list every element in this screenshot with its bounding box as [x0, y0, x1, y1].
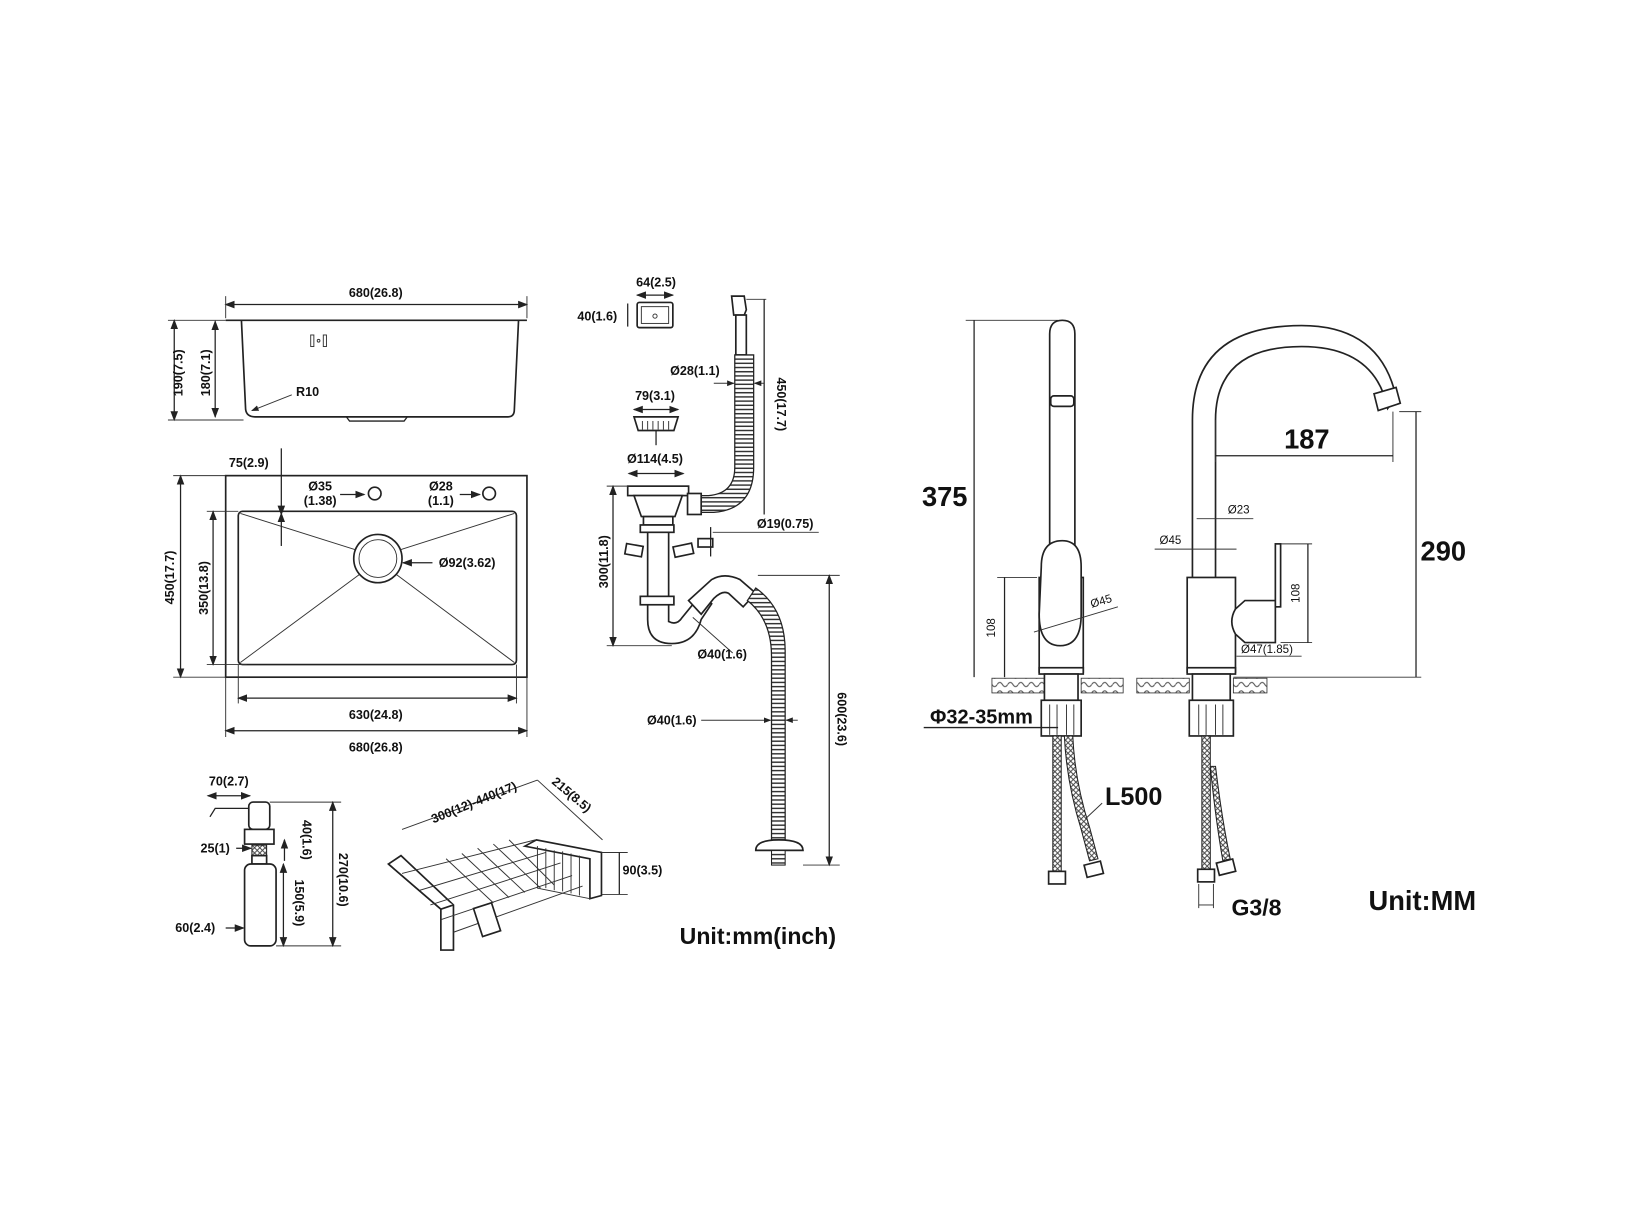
- inner-width-label: 630(24.8): [349, 708, 403, 722]
- outlet-flange: [754, 839, 804, 852]
- side-inlet-dia-label: Ø19(0.75): [757, 517, 814, 531]
- faucet-handle-left: [1038, 539, 1083, 647]
- strainer-basket: [632, 416, 680, 432]
- faucet-side-view: 187 290 Ø23 Ø45 108 Ø47(1.85) G3/8: [1136, 324, 1467, 920]
- hose-length-label-faucet: L500: [1105, 783, 1162, 811]
- soap-dispenser: 70(2.7) 25(1) 60(2.4) 40(1.6) 150(5.9) 2…: [175, 774, 350, 948]
- trap-nut: [639, 595, 675, 606]
- tap-hole-2: [482, 486, 497, 501]
- handle-dia-label: Ø45: [1089, 593, 1113, 611]
- overflow-hose-dia-label: Ø28(1.1): [670, 364, 720, 378]
- unit-label-left: Unit:mm(inch): [680, 923, 836, 949]
- hole2-dia-label: Ø28: [429, 479, 453, 493]
- hole1-inch-label: (1.38): [304, 494, 337, 508]
- drain-hole: [352, 533, 403, 584]
- sink-depth-inner-label: 180(7.1): [199, 349, 213, 396]
- dispenser-thread-label: 25(1): [200, 841, 229, 855]
- offset-label: 75(2.9): [229, 456, 269, 470]
- sink-side-view: 680(26.8) 190(7.5) 180(7.1) R10: [167, 286, 529, 422]
- strainer-dia-label: 79(3.1): [635, 389, 675, 403]
- basket-width-label: 215(8.5): [549, 774, 594, 815]
- hole1-dia-label: Ø35: [308, 479, 332, 493]
- dispenser-body-len-label: 150(5.9): [292, 879, 306, 926]
- mounting-nut-left: [1040, 699, 1083, 737]
- dispenser-spout-label: 70(2.7): [209, 774, 249, 788]
- drain-flange: [626, 485, 690, 497]
- trap-elbow: [687, 575, 757, 616]
- handle-hub-dia-label: Ø47(1.85): [1241, 644, 1293, 656]
- countertop-left: [991, 677, 1045, 694]
- dispenser-neck-label: 40(1.6): [299, 820, 313, 860]
- trap-dia-label: Ø40(1.6): [697, 647, 747, 661]
- faucet-height-label: 375: [922, 481, 968, 512]
- body-dia-label: Ø45: [1159, 535, 1181, 547]
- faucet-handle-right: [1230, 599, 1277, 644]
- overflow-slots: [310, 334, 327, 348]
- faucet-front-view: 375 Ø45 108 Φ32-35mm L500: [922, 319, 1162, 885]
- outlet-hose: [746, 587, 786, 841]
- hole-dia-label: Φ32-35mm: [930, 706, 1033, 728]
- hole2-inch-label: (1.1): [428, 494, 454, 508]
- dispenser-body-dia-label: 60(2.4): [175, 921, 215, 935]
- tap-hole-1: [367, 486, 382, 501]
- body-height-left-label: 108: [986, 618, 998, 637]
- basket-height-label: 90(3.5): [622, 864, 662, 878]
- sink-top-view: 75(2.9) Ø35 (1.38) Ø28 (1.1) Ø92(3.62) 4…: [163, 448, 529, 755]
- faucet-body-right: [1186, 576, 1237, 673]
- sink-depth-outer-label: 190(7.5): [172, 349, 186, 396]
- connector-thread-label: G3/8: [1231, 894, 1281, 920]
- body-height-right-label: 108: [1291, 584, 1303, 603]
- outer-height-label: 450(17.7): [163, 551, 177, 605]
- overflow-hose: [697, 354, 755, 514]
- outer-width-label: 680(26.8): [349, 741, 403, 755]
- supply-hose: [1063, 735, 1099, 862]
- overflow-cover: [636, 301, 674, 329]
- basket-length-label: 300(12)-440(17): [429, 779, 519, 826]
- overflow-height-label: 40(1.6): [577, 309, 617, 323]
- radius-label: R10: [296, 385, 319, 399]
- countertop-right: [1136, 677, 1190, 694]
- dispenser-bottle: [243, 863, 277, 947]
- flange-dia-label: Ø114(4.5): [627, 452, 683, 466]
- drain-basket: 300(12)-440(17) 215(8.5) 90(3.5): [386, 774, 662, 951]
- overflow-hose-length-label: 450(17.7): [774, 377, 788, 431]
- inner-height-label: 350(13.8): [197, 561, 211, 615]
- drain-kit: 64(2.5) 40(1.6) 450(17.7) Ø28(1.1) 79(3.…: [577, 276, 849, 867]
- mounting-nut-right: [1188, 699, 1235, 737]
- hose-length-label: 600(23.6): [835, 692, 849, 746]
- spout-reach-label: 187: [1284, 423, 1330, 454]
- sink-width-label: 680(26.8): [349, 286, 403, 300]
- hose-dia-label: Ø40(1.6): [647, 713, 697, 727]
- faucet-lever: [1274, 543, 1282, 608]
- spout-tube-dia-label: Ø23: [1228, 504, 1250, 516]
- unit-label-right: Unit:MM: [1369, 885, 1477, 916]
- faucet-spout-left: [1048, 319, 1076, 557]
- trap-height-label: 300(11.8): [597, 535, 611, 588]
- dispenser-total-label: 270(10.6): [336, 853, 350, 907]
- overflow-width-label: 64(2.5): [636, 276, 676, 290]
- spout-height-label: 290: [1421, 536, 1467, 567]
- drain-dia-label: Ø92(3.62): [439, 556, 496, 570]
